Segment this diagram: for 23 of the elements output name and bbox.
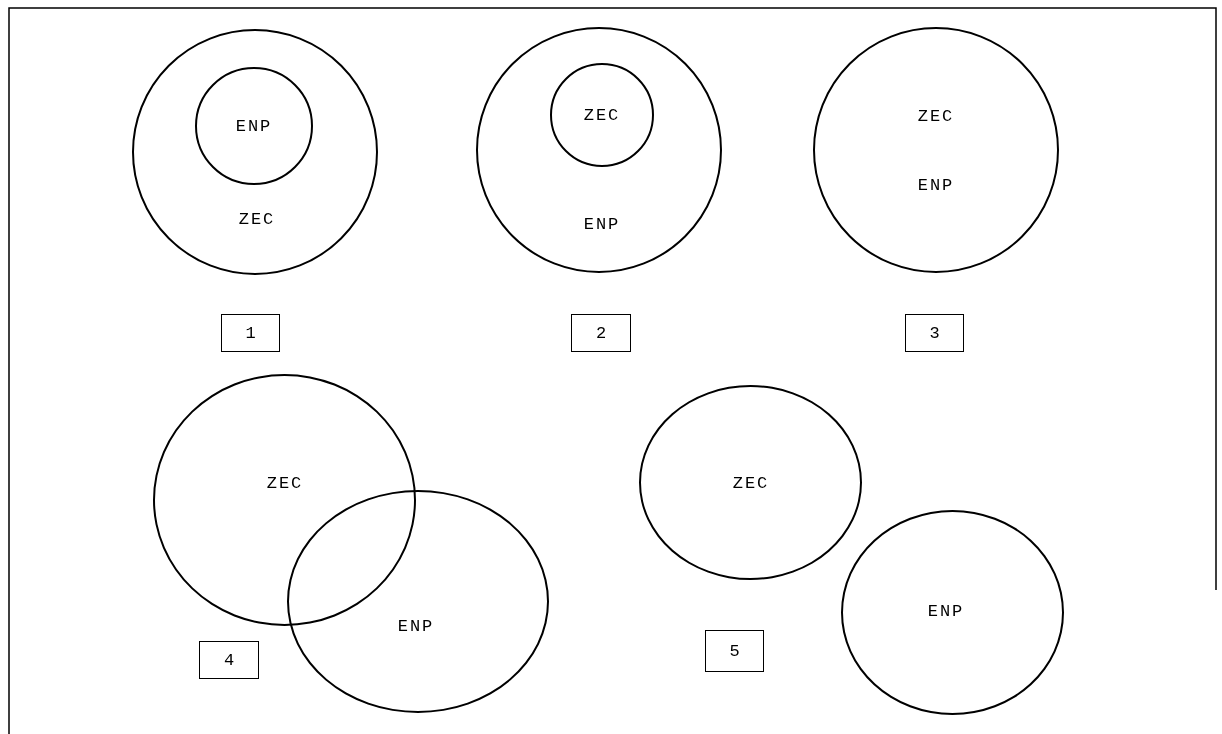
circle — [813, 27, 1059, 273]
circle — [195, 67, 313, 185]
set-label: ZEC — [238, 209, 276, 229]
set-label: ENP — [583, 214, 621, 234]
figure-number: 4 — [199, 641, 259, 679]
set-label: ZEC — [917, 106, 955, 126]
set-label: ENP — [235, 116, 273, 136]
ellipse — [639, 385, 862, 580]
circle — [132, 29, 378, 275]
set-label: ZEC — [266, 473, 304, 493]
ellipse — [287, 490, 549, 713]
figure-number: 5 — [705, 630, 764, 672]
set-label: ENP — [917, 175, 955, 195]
figure-number: 1 — [221, 314, 280, 352]
figure-number: 2 — [571, 314, 631, 352]
set-label: ZEC — [583, 105, 621, 125]
circle — [550, 63, 654, 167]
circle — [476, 27, 722, 273]
figure-number: 3 — [905, 314, 964, 352]
set-label: ENP — [927, 601, 965, 621]
set-label: ZEC — [732, 473, 770, 493]
ellipse — [841, 510, 1064, 715]
set-label: ENP — [397, 616, 435, 636]
